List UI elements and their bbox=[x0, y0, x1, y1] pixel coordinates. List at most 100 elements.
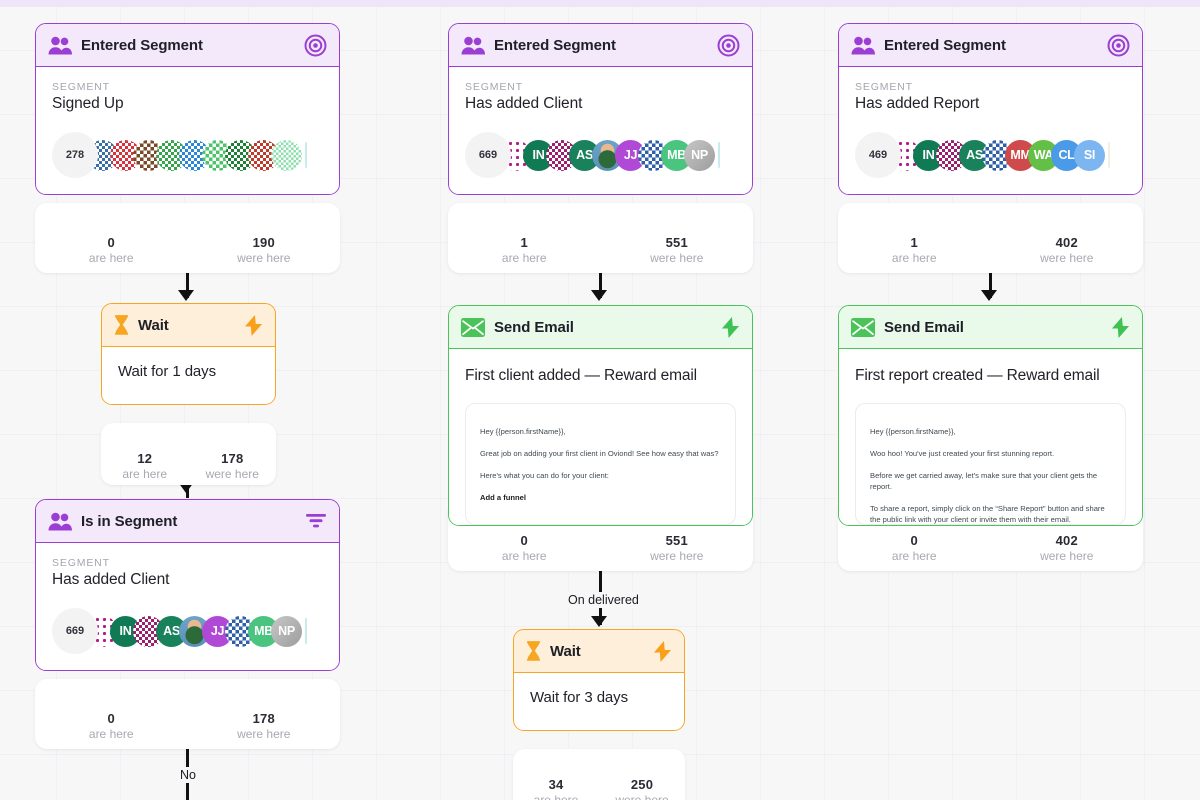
segment-card[interactable]: Entered Segment SEGMENT Signed Up 278 bbox=[35, 23, 340, 195]
lightning-icon[interactable] bbox=[653, 640, 672, 662]
connector-col3-a bbox=[989, 250, 992, 298]
stat-are-here-value: 1 bbox=[520, 235, 528, 250]
card-header[interactable]: Wait bbox=[102, 304, 275, 347]
stat-were-here-value: 551 bbox=[665, 533, 688, 548]
email-card[interactable]: Send Email First client added — Reward e… bbox=[448, 305, 753, 526]
stat-are-here: 0 are here bbox=[35, 235, 188, 265]
stat-were-here: 178 were here bbox=[188, 711, 341, 741]
card-header[interactable]: Entered Segment bbox=[449, 24, 752, 67]
card-title: Send Email bbox=[494, 318, 574, 336]
wait-text: Wait for 1 days bbox=[118, 363, 216, 380]
segment-caption: SEGMENT bbox=[52, 81, 110, 93]
node-entered-segment-has-added-client[interactable]: 1 are here 551 were here Entered Segment… bbox=[448, 23, 753, 273]
stat-were-here: 402 were here bbox=[991, 235, 1144, 265]
node-send-email-first-report[interactable]: 0 are here 402 were here Send Email Firs… bbox=[838, 305, 1143, 571]
hourglass-icon bbox=[114, 315, 129, 335]
card-body: SEGMENT Has added Client 669 IN AS JJ MB… bbox=[449, 67, 752, 194]
connector-arrow-col2-b bbox=[591, 616, 607, 627]
stat-were-here-value: 178 bbox=[221, 451, 244, 466]
segment-caption: SEGMENT bbox=[465, 81, 523, 93]
segment-card[interactable]: Is in Segment SEGMENT Has added Client 6… bbox=[35, 499, 340, 671]
node-stats: 1 are here 551 were here bbox=[448, 203, 753, 273]
wait-card[interactable]: Wait Wait for 1 days bbox=[101, 303, 276, 405]
node-entered-segment-signed-up[interactable]: 0 are here 190 were here Entered Segment… bbox=[35, 23, 340, 273]
target-icon[interactable] bbox=[1107, 34, 1130, 57]
target-icon[interactable] bbox=[717, 34, 740, 57]
audience-avatars[interactable]: 278 bbox=[52, 132, 323, 178]
card-title: Entered Segment bbox=[884, 36, 1006, 54]
audience-avatars[interactable]: 669 IN AS JJ MB NP bbox=[465, 132, 736, 178]
email-subject: First client added — Reward email bbox=[465, 367, 697, 384]
people-icon bbox=[48, 36, 72, 55]
avatar: NP bbox=[684, 139, 715, 171]
stat-are-here: 1 are here bbox=[448, 235, 601, 265]
lightning-icon[interactable] bbox=[1111, 316, 1130, 338]
card-header[interactable]: Entered Segment bbox=[36, 24, 339, 67]
wait-card[interactable]: Wait Wait for 3 days bbox=[513, 629, 685, 731]
node-stats: 1 are here 402 were here bbox=[838, 203, 1143, 273]
email-preview-line: To share a report, simply click on the “… bbox=[870, 504, 1105, 524]
card-title: Is in Segment bbox=[81, 512, 178, 530]
card-body: SEGMENT Signed Up 278 bbox=[36, 67, 339, 194]
avatar: NP bbox=[271, 615, 302, 647]
card-header[interactable]: Send Email bbox=[839, 306, 1142, 349]
people-icon bbox=[461, 36, 485, 55]
stat-were-here-label: were here bbox=[1040, 549, 1094, 563]
stat-are-here-value: 34 bbox=[548, 777, 564, 792]
stat-are-here-value: 0 bbox=[107, 235, 115, 250]
node-entered-segment-has-added-report[interactable]: 1 are here 402 were here Entered Segment… bbox=[838, 23, 1143, 273]
lightning-icon[interactable] bbox=[721, 316, 740, 338]
connector-arrow-col3-a bbox=[981, 290, 997, 301]
segment-card[interactable]: Entered Segment SEGMENT Has added Report… bbox=[838, 23, 1143, 195]
stat-are-here: 0 are here bbox=[35, 711, 188, 741]
avatar bbox=[271, 139, 302, 171]
filter-icon[interactable] bbox=[305, 512, 327, 530]
email-preview-line: Before we get carried away, let's make s… bbox=[870, 471, 1098, 491]
stat-are-here: 12 are here bbox=[101, 451, 189, 481]
node-stats: 12 are here 178 were here bbox=[101, 423, 276, 485]
stat-were-here-label: were here bbox=[615, 793, 669, 800]
card-header[interactable]: Wait bbox=[514, 630, 684, 673]
hourglass-icon bbox=[526, 641, 541, 661]
people-icon bbox=[851, 36, 875, 55]
audience-count: 669 bbox=[465, 132, 511, 178]
card-body: SEGMENT Has added Report 469 IN AS MM WA… bbox=[839, 67, 1142, 194]
card-header[interactable]: Is in Segment bbox=[36, 500, 339, 543]
stat-were-here-value: 178 bbox=[252, 711, 275, 726]
email-preview[interactable]: Hey {{person.firstName}}, Great job on a… bbox=[465, 403, 736, 525]
envelope-icon bbox=[461, 317, 485, 337]
envelope-icon bbox=[851, 317, 875, 337]
card-title: Wait bbox=[550, 642, 581, 660]
card-body: SEGMENT Has added Client 669 IN AS JJ MB… bbox=[36, 543, 339, 670]
segment-caption: SEGMENT bbox=[855, 81, 913, 93]
wait-text: Wait for 3 days bbox=[530, 689, 628, 706]
card-header[interactable]: Send Email bbox=[449, 306, 752, 349]
stat-were-here: 178 were here bbox=[189, 451, 277, 481]
stat-are-here-label: are here bbox=[533, 793, 579, 800]
node-wait-1-day[interactable]: 12 are here 178 were here Wait Wait for … bbox=[101, 303, 276, 485]
segment-card[interactable]: Entered Segment SEGMENT Has added Client… bbox=[448, 23, 753, 195]
email-card[interactable]: Send Email First report created — Reward… bbox=[838, 305, 1143, 526]
audience-avatars[interactable]: 469 IN AS MM WA CL SI bbox=[855, 132, 1126, 178]
avatar-overflow-indicator bbox=[305, 142, 307, 168]
stat-are-here-label: are here bbox=[891, 251, 937, 265]
segment-caption: SEGMENT bbox=[52, 557, 110, 569]
email-preview-line: Here's what you can do for your client: bbox=[480, 471, 609, 480]
stat-were-here-label: were here bbox=[1040, 251, 1094, 265]
stat-were-here-label: were here bbox=[205, 467, 259, 481]
connector-col1-c bbox=[186, 720, 189, 800]
target-icon[interactable] bbox=[304, 34, 327, 57]
node-is-in-segment-has-added-client[interactable]: 0 are here 178 were here Is in Segment S… bbox=[35, 499, 340, 749]
card-header[interactable]: Entered Segment bbox=[839, 24, 1142, 67]
lightning-icon[interactable] bbox=[244, 314, 263, 336]
node-wait-3-days[interactable]: 34 are here 250 were here Wait Wait for … bbox=[513, 629, 685, 800]
connector-arrow-col1-b bbox=[178, 482, 194, 493]
segment-name: Has added Report bbox=[855, 95, 980, 112]
node-send-email-first-client[interactable]: 0 are here 551 were here Send Email Firs… bbox=[448, 305, 753, 571]
email-preview[interactable]: Hey {{person.firstName}}, Woo hoo! You'v… bbox=[855, 403, 1126, 525]
stat-were-here-value: 250 bbox=[630, 777, 654, 792]
avatar-overflow-indicator bbox=[305, 618, 307, 644]
stat-were-here: 250 were here bbox=[599, 777, 685, 800]
audience-avatars[interactable]: 669 IN AS JJ MB NP bbox=[52, 608, 323, 654]
